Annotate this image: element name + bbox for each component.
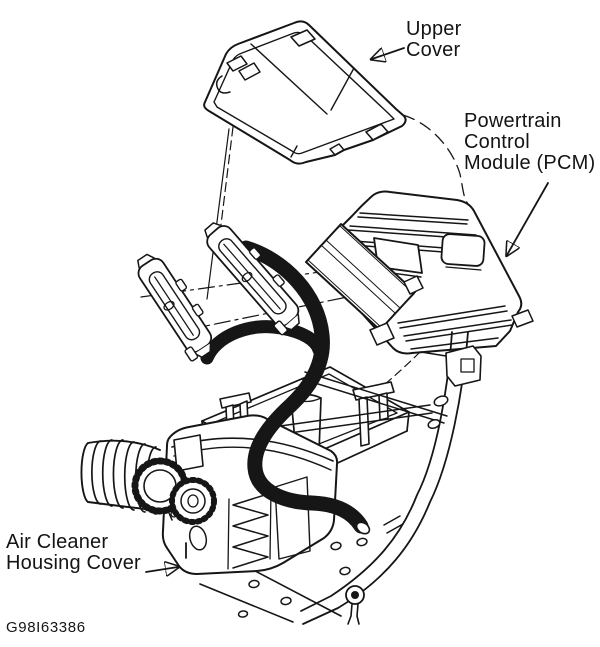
upper-cover-drawing	[203, 20, 407, 165]
air-cleaner-label: Air Cleaner Housing Cover	[6, 531, 141, 575]
harness-arch	[200, 320, 326, 365]
frame-holes	[237, 395, 449, 618]
pcm-connector-sockets	[305, 223, 424, 346]
air-cleaner-arrow	[145, 567, 178, 572]
harness-connector-a	[137, 253, 213, 362]
upper-cover-arrow	[372, 47, 405, 59]
upper-cover-label: Upper Cover	[406, 18, 462, 62]
harness-connector-b	[204, 222, 300, 336]
pcm-label: Powertrain Control Module (PCM)	[464, 110, 596, 175]
tray-support-rails	[265, 371, 448, 437]
pcm-mount-plate	[420, 345, 482, 387]
pcm-emblem	[440, 233, 486, 271]
housing-mesh-grid	[274, 476, 311, 560]
intake-duct-bellows	[80, 439, 163, 515]
pcm-arrow	[507, 182, 549, 255]
ground-bolt	[345, 585, 365, 625]
tray-retainer-clip-right	[352, 381, 395, 447]
harness-open-end	[355, 521, 371, 535]
frame-rail-drawing	[199, 331, 482, 625]
figure-code: G98I63386	[6, 619, 86, 636]
pcm-drawing	[305, 190, 534, 355]
callout-arrows	[145, 47, 549, 572]
harness-main-run	[238, 240, 369, 534]
air-cleaner-housing-drawing	[80, 414, 339, 575]
duct-clamp-rings	[131, 434, 217, 525]
